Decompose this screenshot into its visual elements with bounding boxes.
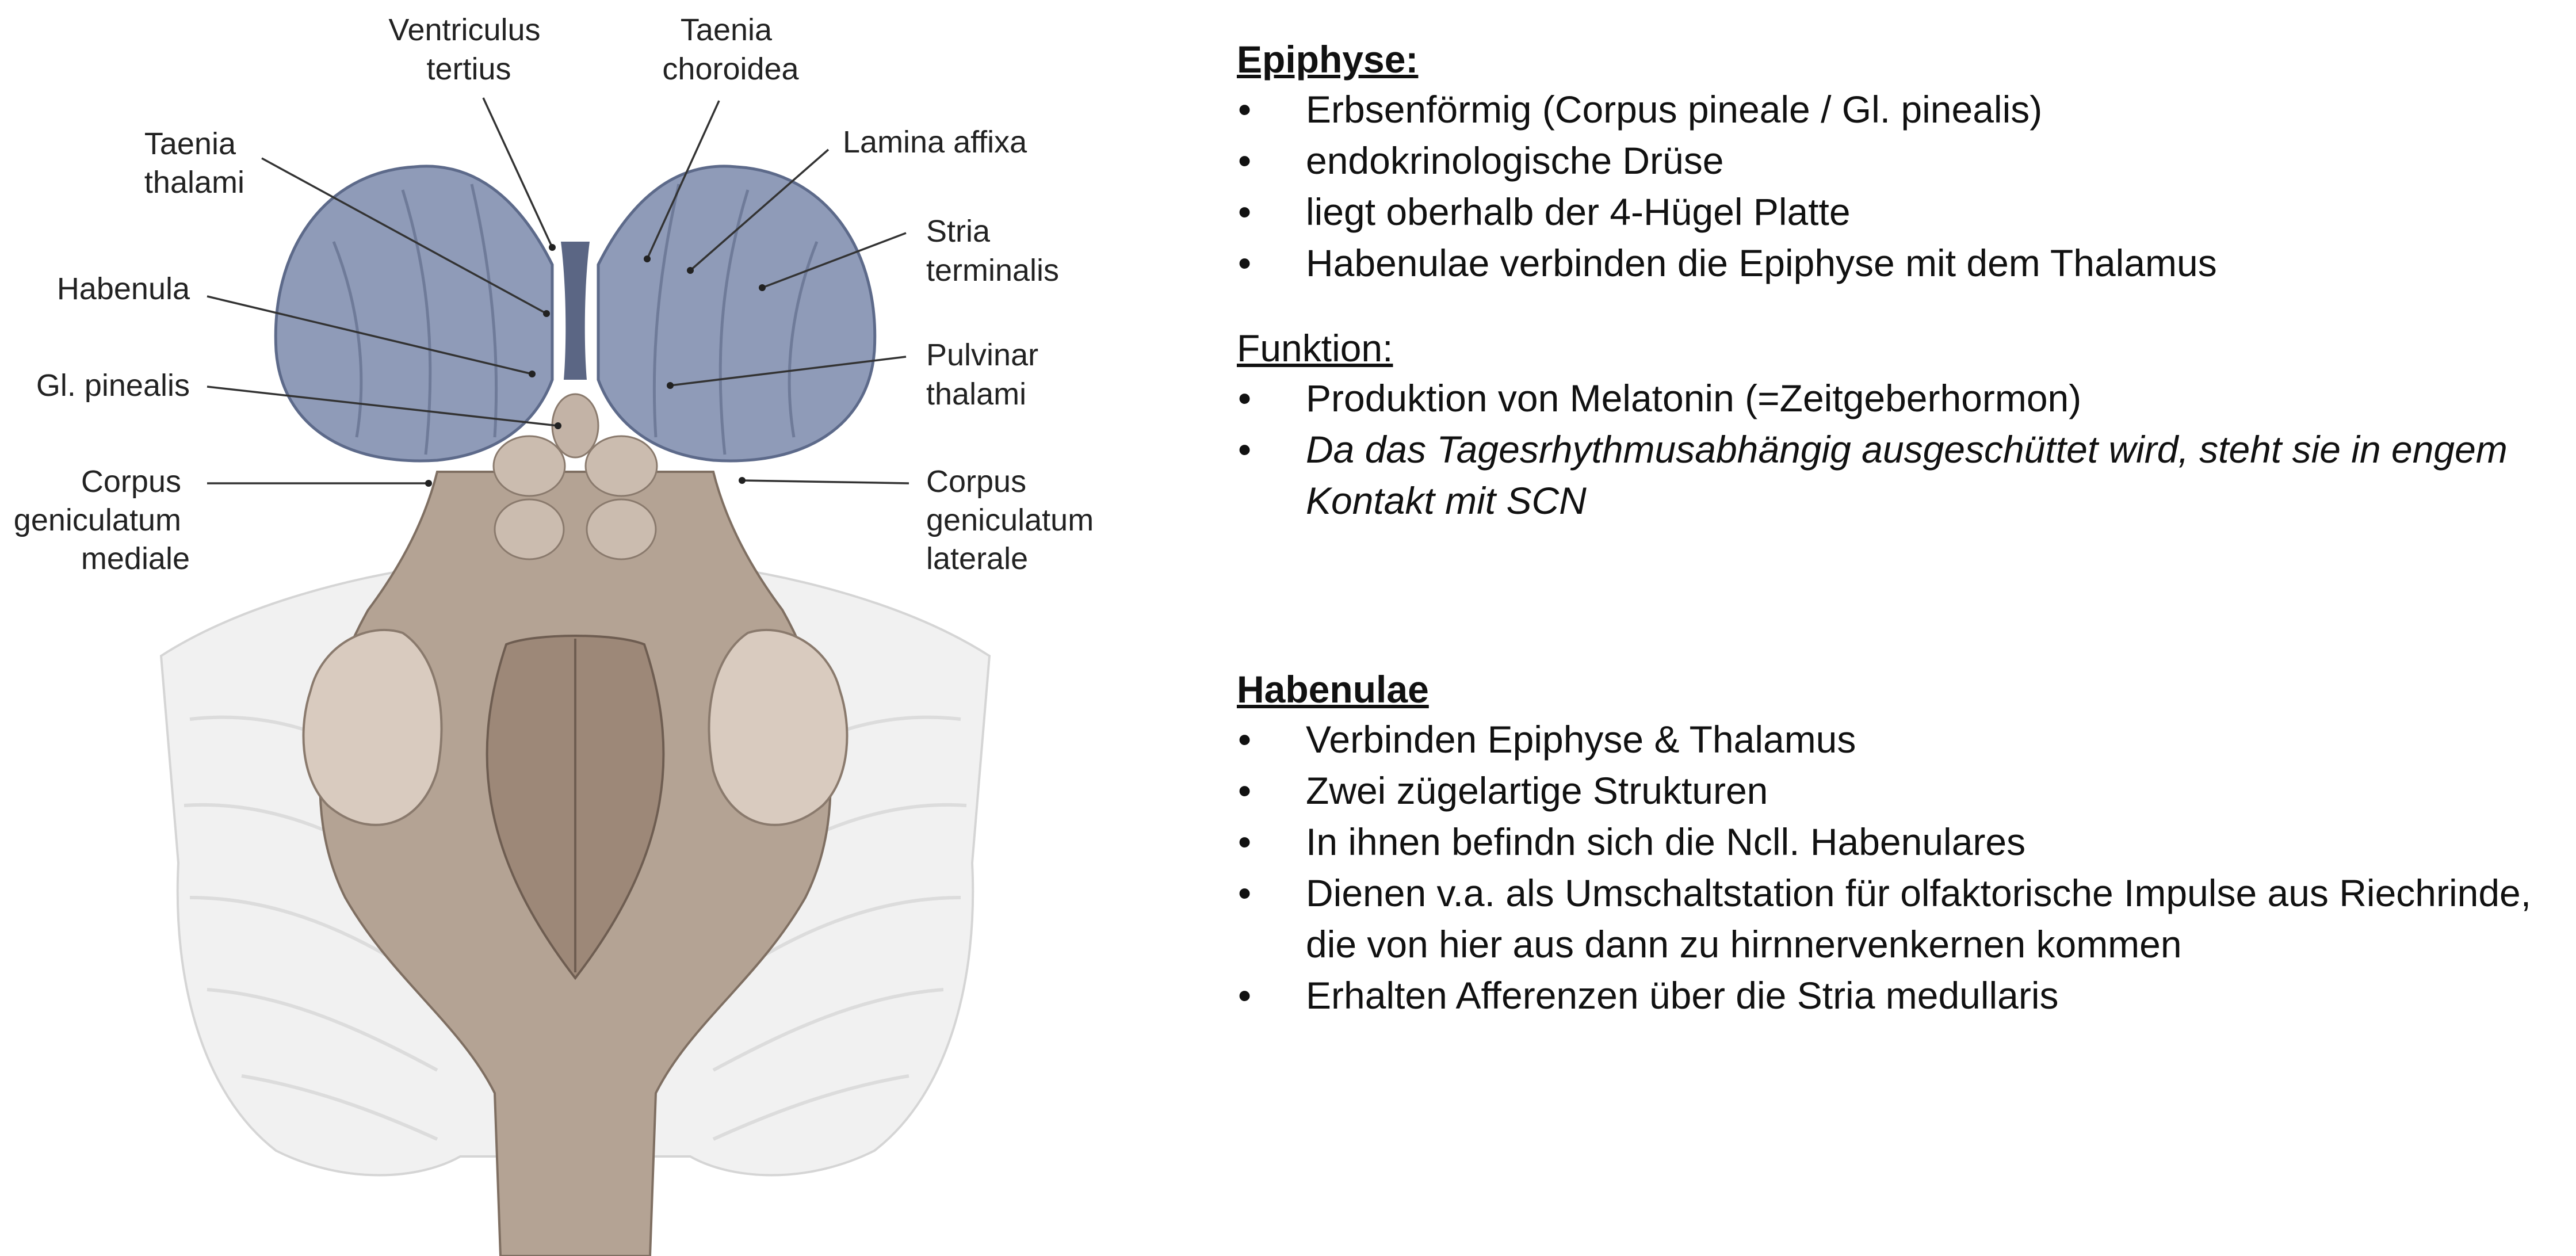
list-item: •Zwei zügelartige Strukturen	[1238, 769, 1768, 812]
label-lamina-affixa: Lamina affixa	[843, 125, 1027, 159]
notes-panel: Epiphyse: •Erbsenförmig (Corpus pineale …	[1237, 35, 2560, 1021]
list-item: •Dienen v.a. als Umschaltstation für olf…	[1238, 872, 2532, 965]
bullet-list-epiphyse: •Erbsenförmig (Corpus pineale / Gl. pine…	[1237, 84, 2560, 289]
label-taenia-thalami: Taenia thalami	[144, 127, 244, 200]
section-habenulae: Habenulae •Verbinden Epiphyse & Thalamus…	[1237, 665, 2560, 1021]
label-pulvinar-thalami: Pulvinar thalami	[926, 338, 1047, 411]
thalamus-shape	[274, 165, 877, 463]
label-corpus-geniculatum-laterale: Corpus geniculatum laterale	[926, 464, 1102, 576]
section-title-habenulae: Habenulae	[1237, 668, 1429, 711]
section-epiphyse: Epiphyse: •Erbsenförmig (Corpus pineale …	[1237, 35, 2560, 289]
list-item: •endokrinologische Drüse	[1238, 139, 1724, 182]
list-item: •Produktion von Melatonin (=Zeitgeberhor…	[1238, 377, 2082, 419]
list-item: •liegt oberhalb der 4-Hügel Platte	[1238, 190, 1851, 233]
list-item: •Erhalten Afferenzen über die Stria medu…	[1238, 974, 2059, 1017]
leader-lines	[207, 97, 909, 487]
bullet-list-funktion: •Produktion von Melatonin (=Zeitgeberhor…	[1237, 373, 2560, 526]
section-title-epiphyse: Epiphyse:	[1237, 38, 1419, 81]
section-title-funktion: Funktion:	[1237, 327, 1393, 369]
list-item: •In ihnen befindn sich die Ncll. Habenul…	[1238, 820, 2026, 863]
list-item: •Erbsenförmig (Corpus pineale / Gl. pine…	[1238, 88, 2043, 131]
label-ventriculus-tertius: Ventriculus tertius	[388, 13, 549, 86]
label-corpus-geniculatum-mediale: Corpus geniculatum mediale	[14, 464, 190, 576]
label-taenia-choroidea: Taenia choroidea	[662, 13, 799, 86]
list-item: •Verbinden Epiphyse & Thalamus	[1238, 718, 1856, 761]
anatomy-figure: Ventriculus tertius Taenia choroidea Tae…	[0, 0, 1151, 1256]
list-item: •Da das Tagesrhythmusabhängig ausgeschüt…	[1238, 428, 2508, 522]
brainstem-illustration: Ventriculus tertius Taenia choroidea Tae…	[14, 13, 1102, 1256]
section-funktion: Funktion: •Produktion von Melatonin (=Ze…	[1237, 323, 2560, 526]
brainstem-shape	[302, 435, 849, 1256]
list-item: •Habenulae verbinden die Epiphyse mit de…	[1238, 242, 2217, 284]
label-gl-pinealis: Gl. pinealis	[36, 368, 190, 403]
label-stria-terminalis: Stria terminalis	[926, 214, 1059, 288]
label-habenula: Habenula	[57, 272, 190, 306]
bullet-list-habenulae: •Verbinden Epiphyse & Thalamus •Zwei züg…	[1237, 714, 2560, 1021]
